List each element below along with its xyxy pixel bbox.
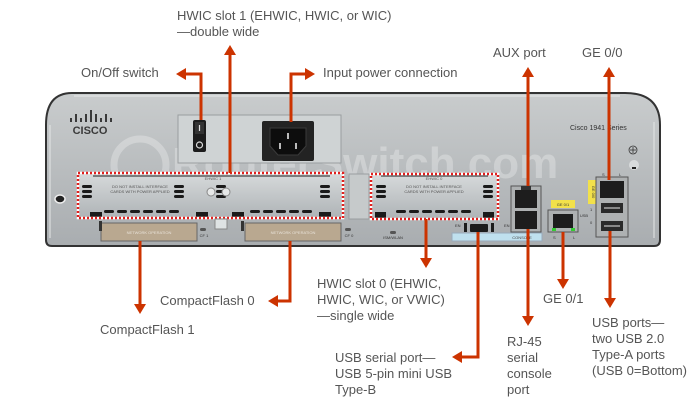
label-line: On/Off switch <box>81 65 159 80</box>
label-line: (USB 0=Bottom) <box>592 363 688 378</box>
console-rj45-port[interactable] <box>515 211 537 229</box>
label-line: Type-B <box>335 382 377 397</box>
model-label: Cisco 1941 Series <box>570 125 627 132</box>
hwic-divider <box>348 173 370 220</box>
ge01l-text: L <box>573 235 576 240</box>
warn1a-text: DO NOT INSTALL INTERFACE <box>112 184 168 189</box>
warn1b-text: CARDS WITH POWER APPLIED <box>110 189 169 194</box>
label-line: console <box>507 366 552 381</box>
en2-text: EN <box>504 223 510 228</box>
label-ge-0-0: GE 0/0 <box>582 45 622 61</box>
label-on-off-switch: On/Off switch <box>81 65 159 81</box>
ge00tag-text: GE 0/0 <box>591 186 596 199</box>
label-compactflash-0: CompactFlash 0 <box>160 293 255 309</box>
label-line: Input power connection <box>323 65 458 80</box>
ge-0-1-port[interactable]: GE 0/1 S L <box>547 200 579 240</box>
hwic0plate-text: EHWIC 0 <box>426 176 443 181</box>
usb-mini-b-port[interactable] <box>464 223 494 232</box>
label-usb-ports: USB ports— two USB 2.0 Type-A ports (USB… <box>592 315 687 379</box>
ge00l-text: L <box>619 172 622 177</box>
cfslot0-text: NETWORK OPERATION <box>271 230 316 235</box>
warn0a-text: DO NOT INSTALL INTERFACE <box>406 184 462 189</box>
ism-wlan-led: ISM/WLAN <box>383 231 403 240</box>
label-compactflash-1: CompactFlash 1 <box>100 322 195 338</box>
usb0-text: 0 <box>590 220 593 225</box>
on-off-switch[interactable] <box>193 120 206 152</box>
cfslot1-text: NETWORK OPERATION <box>127 230 172 235</box>
label-line: HWIC, WIC, or VWIC) <box>317 292 445 307</box>
label-line: USB 5-pin mini USB <box>335 366 453 381</box>
usb-text: USB <box>580 213 589 218</box>
ge01s-text: S <box>553 235 556 240</box>
ism-text: ISM/WLAN <box>383 235 403 240</box>
label-line: two USB 2.0 <box>592 331 665 346</box>
cisco-brand-text: CISCO <box>73 125 108 137</box>
callout-arrowheads <box>134 45 616 363</box>
label-line: —double wide <box>177 24 260 39</box>
label-ge-0-1: GE 0/1 <box>543 291 583 307</box>
cf1-text: CF 1 <box>200 233 209 238</box>
label-line: HWIC slot 1 (EHWIC, HWIC, or WIC) <box>177 8 392 23</box>
label-line: Type-A ports <box>592 347 665 362</box>
label-line: CompactFlash 0 <box>160 293 255 308</box>
label-line: AUX port <box>493 45 546 60</box>
label-line: GE 0/1 <box>543 291 584 306</box>
label-line: RJ-45 <box>507 334 542 349</box>
mounting-hole <box>54 194 66 204</box>
label-rj45-console: RJ-45 serial console port <box>507 334 552 398</box>
label-hwic-slot-0: HWIC slot 0 (EHWIC, HWIC, WIC, or VWIC) … <box>317 276 445 324</box>
usb-port-0[interactable] <box>601 221 623 231</box>
cf0-text: CF 0 <box>345 233 354 238</box>
hwic-slot-1[interactable]: EHWIC 1 DO NOT INSTALL INTERFACE CARDS W… <box>76 171 345 220</box>
ground-icon <box>628 145 639 170</box>
label-usb-serial-port: USB serial port— USB 5-pin mini USB Type… <box>335 350 452 398</box>
compactflash-0-slot[interactable]: NETWORK OPERATION CF 0 <box>241 221 354 242</box>
power-recess <box>177 114 342 164</box>
usb-label: USB 1 0 <box>580 207 593 225</box>
ge01tag-text: GE 0/1 <box>557 202 570 207</box>
ge00s-text: S <box>602 172 605 177</box>
label-line: USB ports— <box>592 315 665 330</box>
hwic1plate-text: EHWIC 1 <box>205 176 222 181</box>
console-text: CONSOLE <box>512 235 532 240</box>
power-inlet[interactable] <box>262 121 314 161</box>
cf-latch <box>214 218 228 230</box>
label-input-power: Input power connection <box>323 65 457 81</box>
label-aux-port: AUX port <box>493 45 546 61</box>
usb1-text: 1 <box>590 207 593 212</box>
label-line: USB serial port— <box>335 350 436 365</box>
label-line: —single wide <box>317 308 395 323</box>
en1-text: EN <box>455 223 461 228</box>
label-hwic-slot-1: HWIC slot 1 (EHWIC, HWIC, or WIC) —doubl… <box>177 8 392 40</box>
hwic-slot-0[interactable]: EHWIC 0 DO NOT INSTALL INTERFACE CARDS W… <box>369 172 500 221</box>
label-line: serial <box>507 350 539 365</box>
usb-port-1[interactable] <box>601 203 623 213</box>
label-line: port <box>507 382 530 397</box>
compactflash-1-slot[interactable]: NETWORK OPERATION CF 1 <box>99 221 209 242</box>
warn0b-text: CARDS WITH POWER APPLIED <box>404 189 463 194</box>
console-area: CONSOLE EN EN <box>451 223 543 242</box>
label-line: GE 0/0 <box>582 45 623 60</box>
cisco-logo: CISCO <box>70 110 112 137</box>
label-line: CompactFlash 1 <box>100 322 195 337</box>
callout-arrows <box>138 53 612 359</box>
label-line: HWIC slot 0 (EHWIC, <box>317 276 442 291</box>
